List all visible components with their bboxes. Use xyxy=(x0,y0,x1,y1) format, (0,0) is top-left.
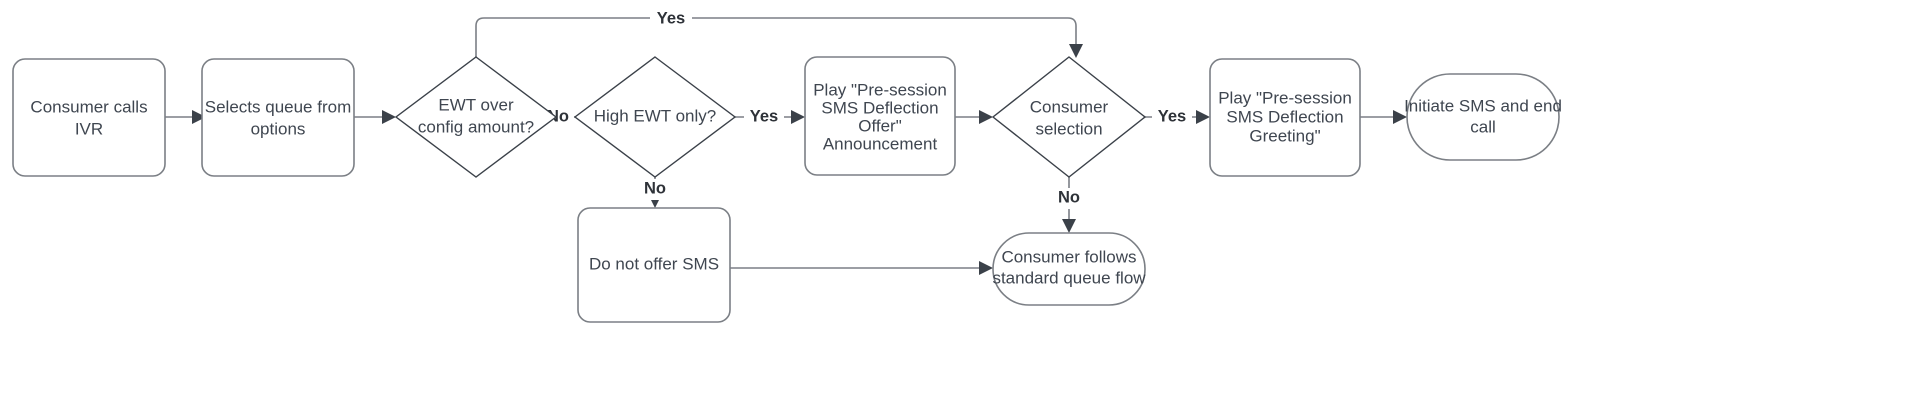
node-label-line-3: Offer" xyxy=(858,116,902,135)
node-label-line-1: Consumer xyxy=(1030,97,1109,116)
node-label-line-1: Initiate SMS and end xyxy=(1404,96,1562,115)
edge-highewt-yes-to-announcement: Yes xyxy=(735,106,805,127)
arrowhead-icon xyxy=(791,110,805,124)
node-stadium[interactable] xyxy=(992,232,1146,306)
edge-line xyxy=(475,17,1077,57)
node-label-line-1: Selects queue from xyxy=(205,97,351,116)
node-high-ewt-only[interactable]: High EWT only? xyxy=(573,56,737,178)
node-stadium[interactable] xyxy=(1406,73,1560,161)
edge-label-backdrop xyxy=(639,179,671,200)
edge-highewt-no-to-donotoffer: No xyxy=(639,177,671,208)
node-label-line-1: High EWT only? xyxy=(594,106,717,125)
node-box[interactable] xyxy=(12,58,166,177)
node-initiate-sms-end-call[interactable]: Initiate SMS and end call xyxy=(1404,73,1562,161)
node-do-not-offer-sms[interactable]: Do not offer SMS xyxy=(577,207,731,323)
node-selects-queue[interactable]: Selects queue from options xyxy=(201,58,355,177)
node-label-line-2: call xyxy=(1470,117,1496,136)
node-box[interactable] xyxy=(804,56,956,176)
edge-label-selection-no: No xyxy=(1058,188,1080,206)
node-label-line-2: SMS Deflection xyxy=(1226,107,1343,126)
node-box[interactable] xyxy=(201,58,355,177)
node-label-line-1: Do not offer SMS xyxy=(589,254,719,273)
edge-announcement-to-selection xyxy=(955,110,993,124)
node-label-line-2: selection xyxy=(1035,119,1102,138)
edge-selection-yes-to-greeting: Yes xyxy=(1145,106,1210,127)
node-label-line-3: Greeting" xyxy=(1249,126,1320,145)
node-play-greeting[interactable]: Play "Pre-session SMS Deflection Greetin… xyxy=(1209,58,1361,177)
node-label-line-2: IVR xyxy=(75,119,103,138)
edge-label-ewt-yes: Yes xyxy=(657,9,685,27)
edge-label-ewt-no: No xyxy=(547,107,569,125)
node-label-line-4: Announcement xyxy=(823,134,938,153)
arrowhead-icon xyxy=(1196,110,1210,124)
edge-label-backdrop xyxy=(650,8,692,29)
edge-label-backdrop xyxy=(1152,106,1192,127)
node-diamond[interactable] xyxy=(991,56,1147,178)
edge-label-selection-yes: Yes xyxy=(1158,107,1186,125)
node-label-line-2: config amount? xyxy=(418,117,534,136)
edge-label-backdrop xyxy=(744,106,784,127)
node-diamond[interactable] xyxy=(573,56,737,178)
edge-donotoffer-to-standardqueue xyxy=(730,261,993,275)
node-consumer-calls-ivr[interactable]: Consumer calls IVR xyxy=(12,58,166,177)
arrowhead-icon xyxy=(1062,219,1076,233)
edge-greeting-to-initiate xyxy=(1360,110,1407,124)
edge-label-backdrop xyxy=(1053,188,1085,209)
arrowhead-icon xyxy=(192,110,206,124)
node-label-line-1: Play "Pre-session xyxy=(813,80,947,99)
edge-ewt-yes-to-announcement: Yes xyxy=(475,8,1083,58)
edge-label-highewt-no: No xyxy=(644,179,666,197)
node-label-line-1: Play "Pre-session xyxy=(1218,88,1352,107)
arrowhead-icon xyxy=(382,110,396,124)
arrowhead-icon xyxy=(979,261,993,275)
edge-label-highewt-yes: Yes xyxy=(750,107,778,125)
node-box[interactable] xyxy=(577,207,731,323)
edge-ivr-to-queue xyxy=(165,110,206,124)
node-label-line-1: Consumer calls xyxy=(30,97,147,116)
node-label-line-1: Consumer follows xyxy=(1001,247,1136,266)
node-consumer-selection[interactable]: Consumer selection xyxy=(991,56,1147,178)
arrowhead-icon xyxy=(1393,110,1407,124)
node-label-line-2: options xyxy=(251,119,306,138)
node-play-offer-announcement[interactable]: Play "Pre-session SMS Deflection Offer" … xyxy=(804,56,956,176)
arrowhead-icon xyxy=(1069,44,1083,58)
node-box[interactable] xyxy=(1209,58,1361,177)
edge-queue-to-ewt xyxy=(354,110,396,124)
node-label-line-2: standard queue flow xyxy=(992,268,1146,287)
node-label-line-1: EWT over xyxy=(438,95,514,114)
node-consumer-standard-queue[interactable]: Consumer follows standard queue flow xyxy=(992,232,1146,306)
node-label-line-2: SMS Deflection xyxy=(821,98,938,117)
node-ewt-over-config[interactable]: EWT over config amount? xyxy=(394,56,558,178)
edge-selection-no-to-standardqueue: No xyxy=(1053,177,1085,233)
node-diamond[interactable] xyxy=(394,56,558,178)
arrowhead-icon xyxy=(979,110,993,124)
